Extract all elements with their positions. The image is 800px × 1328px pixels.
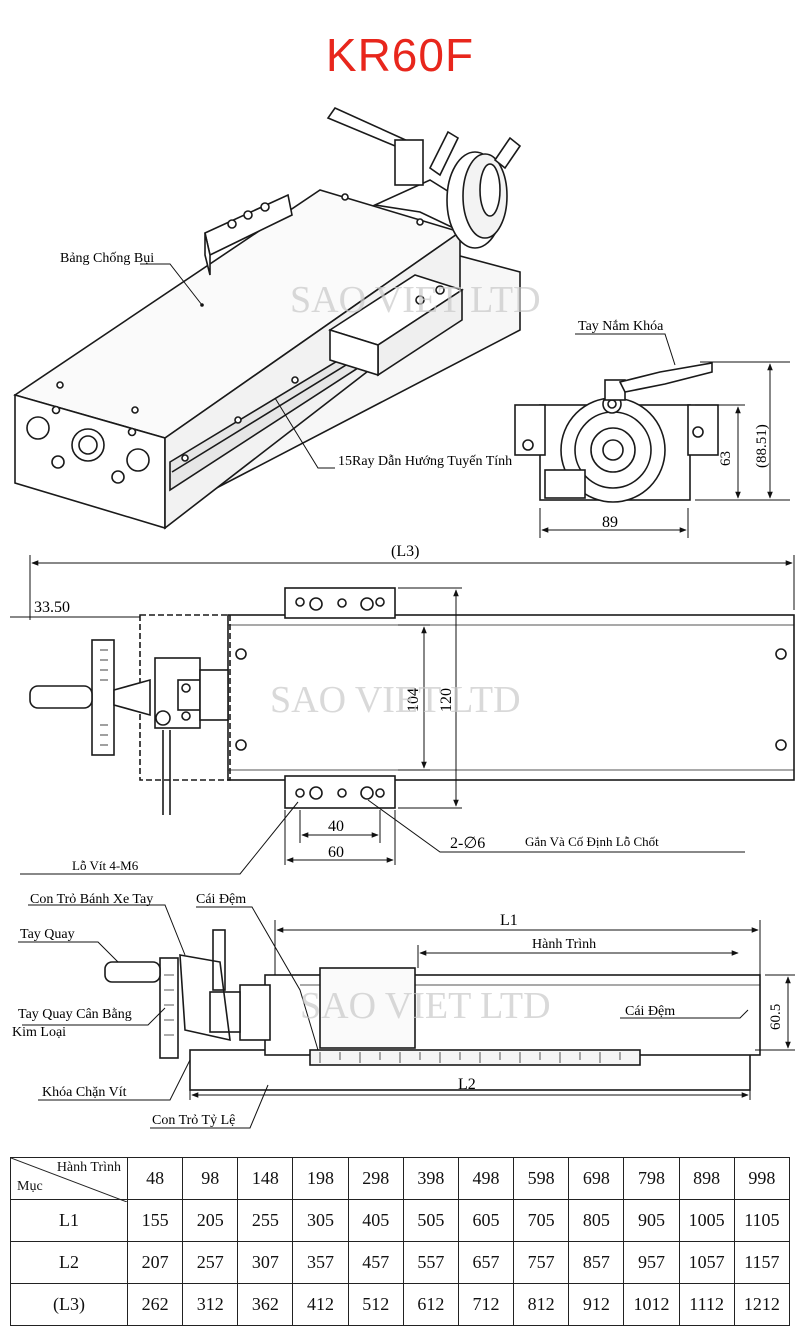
table-cell: 1105 [733, 1199, 791, 1242]
dim-top-total: (L3) [391, 543, 419, 560]
dim-top-offset: 33.50 [34, 599, 70, 616]
label-balance-crank-2: Kim Loại [12, 1025, 66, 1040]
table-cell: 505 [402, 1199, 459, 1242]
row-label: L1 [10, 1199, 128, 1242]
stroke-cell: 298 [347, 1157, 404, 1200]
row-label: (L3) [10, 1283, 128, 1326]
table-cell: 457 [347, 1241, 404, 1284]
table-cell: 705 [513, 1199, 570, 1242]
table-cell: 362 [237, 1283, 294, 1326]
table-cell: 405 [347, 1199, 404, 1242]
end-view [514, 362, 719, 503]
header-stroke-label: Hành Trình [56, 1160, 121, 1175]
table-cell: 657 [457, 1241, 515, 1284]
table-cell: 257 [182, 1241, 239, 1284]
stroke-cell: 598 [513, 1157, 570, 1200]
label-linear-rail: 15Ray Dẫn Hướng Tuyến Tính [338, 454, 512, 469]
table-cell: 712 [457, 1283, 515, 1326]
stroke-cell: 998 [733, 1157, 791, 1200]
watermark: SAO VIET LTD [290, 279, 541, 321]
watermark-3: SAO VIET LTD [300, 985, 551, 1027]
dim-side-height: 63 [718, 451, 734, 466]
table-cell: 1012 [623, 1283, 680, 1326]
dim-top-width-outer: 120 [438, 688, 455, 712]
table-cell: 812 [513, 1283, 570, 1326]
stroke-cell: 98 [182, 1157, 239, 1200]
label-pin-holes-spec: 2-∅6 [450, 835, 485, 852]
stroke-cell: 398 [402, 1157, 459, 1200]
table-header-row: Hành Trình Mục 48 98 148 198 298 398 498… [10, 1157, 791, 1202]
table-cell: 205 [182, 1199, 239, 1242]
stroke-cell: 798 [623, 1157, 680, 1200]
label-handwheel-pointer: Con Trỏ Bánh Xe Tay [30, 892, 153, 907]
corner-diagonal [11, 1158, 127, 1202]
table-cell: 1112 [678, 1283, 735, 1326]
table-row-l2: L2 207 257 307 357 457 557 657 757 857 9… [10, 1241, 791, 1284]
dim-front-height: 60.5 [768, 1004, 784, 1030]
table-cell: 805 [568, 1199, 625, 1242]
dim-hole-spacing-large: 60 [328, 844, 344, 861]
table-cell: 1157 [733, 1241, 791, 1284]
watermark-2: SAO VIET LTD [270, 679, 521, 721]
table-cell: 207 [126, 1241, 184, 1284]
table-cell: 757 [513, 1241, 570, 1284]
stroke-cell: 148 [237, 1157, 294, 1200]
stroke-cell: 48 [126, 1157, 184, 1200]
table-cell: 905 [623, 1199, 680, 1242]
table-cell: 312 [182, 1283, 239, 1326]
table-cell: 612 [402, 1283, 459, 1326]
table-cell: 912 [568, 1283, 625, 1326]
stroke-cell: 498 [457, 1157, 515, 1200]
label-balance-crank-1: Tay Quay Cân Bằng [18, 1007, 132, 1022]
table-cell: 605 [457, 1199, 515, 1242]
spec-table: Hành Trình Mục 48 98 148 198 298 398 498… [10, 1157, 791, 1326]
table-row-l3: (L3) 262 312 362 412 512 612 712 812 912… [10, 1283, 791, 1326]
dim-front-l1: L1 [500, 912, 518, 929]
stroke-cell: 198 [292, 1157, 349, 1200]
table-cell: 857 [568, 1241, 625, 1284]
dim-side-height-total: (88.51) [754, 424, 770, 468]
stroke-cell: 898 [678, 1157, 735, 1200]
label-scale-pointer: Con Trỏ Tỷ Lệ [152, 1113, 235, 1128]
label-dust-plate: Bảng Chống Bụi [60, 251, 154, 266]
label-crank: Tay Quay [20, 927, 75, 942]
table-cell: 412 [292, 1283, 349, 1326]
label-spacer-right: Cái Đệm [625, 1004, 675, 1019]
isometric-view [13, 106, 522, 530]
table-row-l1: L1 155 205 255 305 405 505 605 705 805 9… [10, 1199, 791, 1242]
table-cell: 512 [347, 1283, 404, 1326]
table-cell: 307 [237, 1241, 294, 1284]
handwheel-ticks-top [100, 649, 108, 746]
table-cell: 1057 [678, 1241, 735, 1284]
front-view [104, 929, 761, 1091]
dim-side-width: 89 [602, 514, 618, 531]
table-cell: 957 [623, 1241, 680, 1284]
label-pin-holes: Gắn Và Cố Định Lỗ Chốt [525, 834, 659, 849]
product-title: KR60F [325, 29, 475, 81]
dim-hole-spacing-small: 40 [328, 818, 344, 835]
label-screw-lock: Khóa Chặn Vít [42, 1085, 127, 1100]
dim-front-l2: L2 [458, 1076, 476, 1093]
label-lock-handle: Tay Nắm Khóa [578, 319, 664, 334]
table-cell: 255 [237, 1199, 294, 1242]
label-mount-holes: Lỗ Vít 4-M6 [72, 858, 139, 873]
row-label: L2 [10, 1241, 128, 1284]
front-scale-ticks [164, 974, 621, 1063]
table-cell: 1212 [733, 1283, 791, 1326]
dim-top-width-inner: 104 [405, 688, 422, 712]
table-cell: 155 [126, 1199, 184, 1242]
table-cell: 557 [402, 1241, 459, 1284]
top-view [29, 587, 795, 815]
stroke-cell: 698 [568, 1157, 625, 1200]
table-cell: 357 [292, 1241, 349, 1284]
header-item-label: Mục [17, 1179, 43, 1194]
table-cell: 305 [292, 1199, 349, 1242]
table-cell: 1005 [678, 1199, 735, 1242]
table-cell: 262 [126, 1283, 184, 1326]
label-travel: Hành Trình [532, 937, 596, 952]
table-corner-cell: Hành Trình Mục [10, 1157, 128, 1202]
label-spacer-top: Cái Đệm [196, 892, 246, 907]
